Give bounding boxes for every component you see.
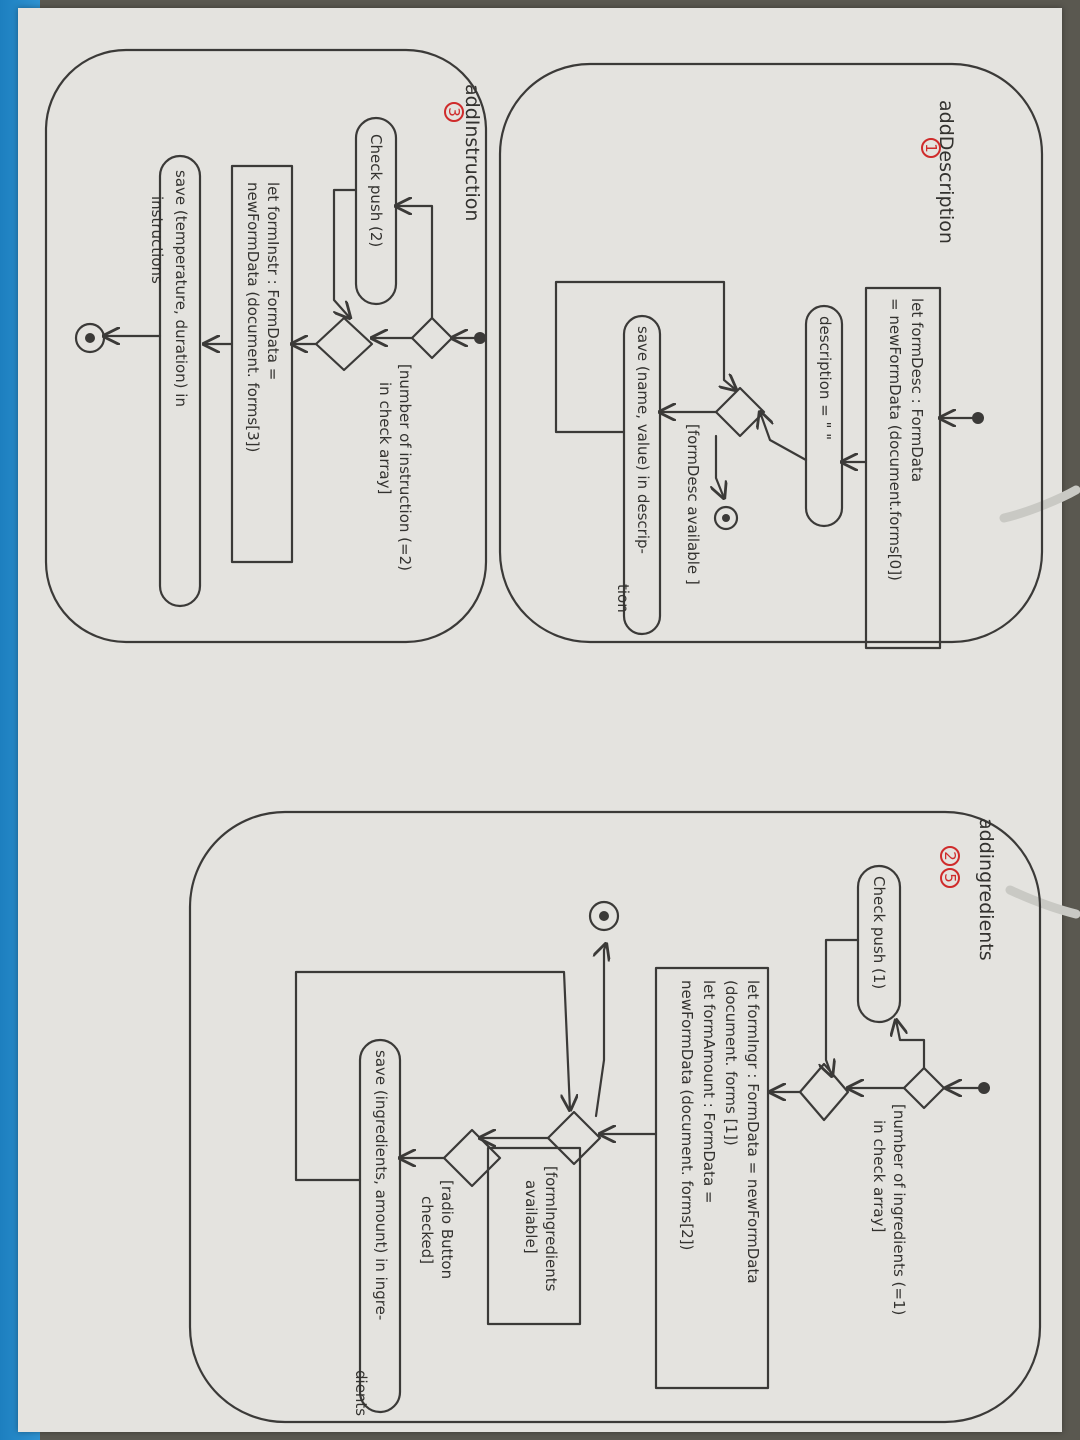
adding-ingredients-radio-guard-1: [radio Button xyxy=(438,1180,456,1279)
adding-ingredients-radio-guard-2: checked] xyxy=(418,1196,436,1264)
add-description-title: addDescription xyxy=(935,100,957,244)
loop-flow xyxy=(294,970,570,1182)
add-instruction-init-text-1: let formInstr : FormData = xyxy=(264,182,282,380)
add-description-guard: [formDesc available ] xyxy=(684,424,702,585)
adding-ingredients-available-frame xyxy=(486,1146,582,1326)
adding-ingredients-guard-2: in check array] xyxy=(870,1120,888,1232)
final-node-dot xyxy=(599,911,609,921)
adding-ingredients-save-text-2: dients xyxy=(352,1370,370,1416)
add-description-init-text-2: = newFormData (document.forms[0]) xyxy=(886,298,904,581)
add-instruction-initial-node xyxy=(474,332,486,344)
add-instruction-check-text: Check push (2) xyxy=(367,134,385,247)
adding-ingredients-number-1: 2 xyxy=(941,851,959,861)
adding-ingredients-radio-decision xyxy=(442,1128,502,1188)
add-instruction-number: 3 xyxy=(445,107,463,117)
adding-ingredients-available-guard-1: [formIngredients xyxy=(542,1166,560,1292)
adding-ingredients-merge xyxy=(798,1062,850,1122)
add-description-init-text-1: let formDesc : FormData xyxy=(908,298,926,482)
add-description-reset-text: description = " " xyxy=(816,316,834,440)
add-instruction-diagram: addInstruction 3 [number of instruction … xyxy=(44,48,488,644)
flow xyxy=(396,206,434,320)
adding-ingredients-frame xyxy=(188,810,1042,1424)
flow xyxy=(760,412,808,462)
add-instruction-guard-2: in check array] xyxy=(376,382,394,494)
add-instruction-decision xyxy=(410,316,454,360)
add-instruction-frame xyxy=(44,48,488,644)
adding-ingredients-number-2: 5 xyxy=(941,873,959,883)
add-description-diagram: addDescription 1 let formDesc : FormData… xyxy=(498,62,1044,650)
paper-sheet xyxy=(18,8,1062,1432)
flow xyxy=(896,1020,926,1070)
add-instruction-title: addInstruction xyxy=(461,84,483,221)
flow xyxy=(826,938,860,1076)
add-instruction-save-action xyxy=(158,154,202,608)
flow xyxy=(596,944,606,1118)
add-description-decision xyxy=(714,386,766,438)
final-node-dot xyxy=(722,514,730,522)
add-description-initial-node xyxy=(972,412,984,424)
adding-ingredients-save-action xyxy=(358,1038,402,1414)
add-description-frame xyxy=(498,62,1044,644)
flow xyxy=(716,434,724,498)
adding-ingredients-guard-1: [number of ingredients (=1) xyxy=(890,1104,908,1315)
add-instruction-merge xyxy=(314,316,374,372)
binder-rings xyxy=(999,485,1080,919)
add-description-final-node xyxy=(713,505,739,531)
add-description-reset-action xyxy=(804,304,844,528)
add-description-number: 1 xyxy=(922,143,940,153)
adding-ingredients-init-action xyxy=(654,966,770,1390)
add-instruction-check-action xyxy=(354,116,398,306)
add-instruction-final-node xyxy=(74,322,106,354)
adding-ingredients-init-text-2: (document. forms [1]) xyxy=(722,980,740,1146)
add-instruction-init-text-2: newFormData (document. forms[3]) xyxy=(244,182,262,452)
adding-ingredients-check-action xyxy=(856,864,902,1024)
add-instruction-guard-1: [number of instruction (=2) xyxy=(396,364,414,571)
adding-ingredients-diagram: addingredients 2 5 [number of ingredient… xyxy=(188,810,1042,1424)
adding-ingredients-available-guard-2: available] xyxy=(522,1180,540,1254)
add-instruction-save-text-2: instructions xyxy=(148,196,166,284)
adding-ingredients-check-text: Check push (1) xyxy=(870,876,888,989)
adding-ingredients-init-text-4: newFormData (document. forms[2]) xyxy=(678,980,696,1250)
add-description-save-action xyxy=(622,314,662,636)
adding-ingredients-final-node xyxy=(588,900,620,932)
add-description-number-badge: 1 xyxy=(921,138,941,158)
add-description-init-action xyxy=(864,286,942,650)
adding-ingredients-initial-node xyxy=(978,1082,990,1094)
add-instruction-init-action xyxy=(230,164,294,564)
adding-ingredients-number-badge: 2 5 xyxy=(940,846,960,888)
adding-ingredients-available-decision xyxy=(546,1110,602,1166)
add-instruction-number-badge: 3 xyxy=(444,102,464,122)
adding-ingredients-decision xyxy=(902,1066,946,1110)
final-node-dot xyxy=(85,333,95,343)
add-description-save-text-2: tion xyxy=(614,584,632,613)
adding-ingredients-init-text-3: let formAmount : FormData = xyxy=(700,980,718,1204)
adding-ingredients-title: addingredients xyxy=(975,818,997,961)
add-instruction-save-text-1: save (temperature, duration) in xyxy=(172,170,190,407)
loop-flow xyxy=(554,280,736,434)
add-description-save-text-1: save (name, value) in descrip- xyxy=(634,326,652,554)
adding-ingredients-init-text-1: let formIngr : FormData = newFormData xyxy=(744,980,762,1284)
adding-ingredients-save-text-1: save (ingredients, amount) in ingre- xyxy=(372,1050,390,1320)
flow xyxy=(334,188,358,318)
